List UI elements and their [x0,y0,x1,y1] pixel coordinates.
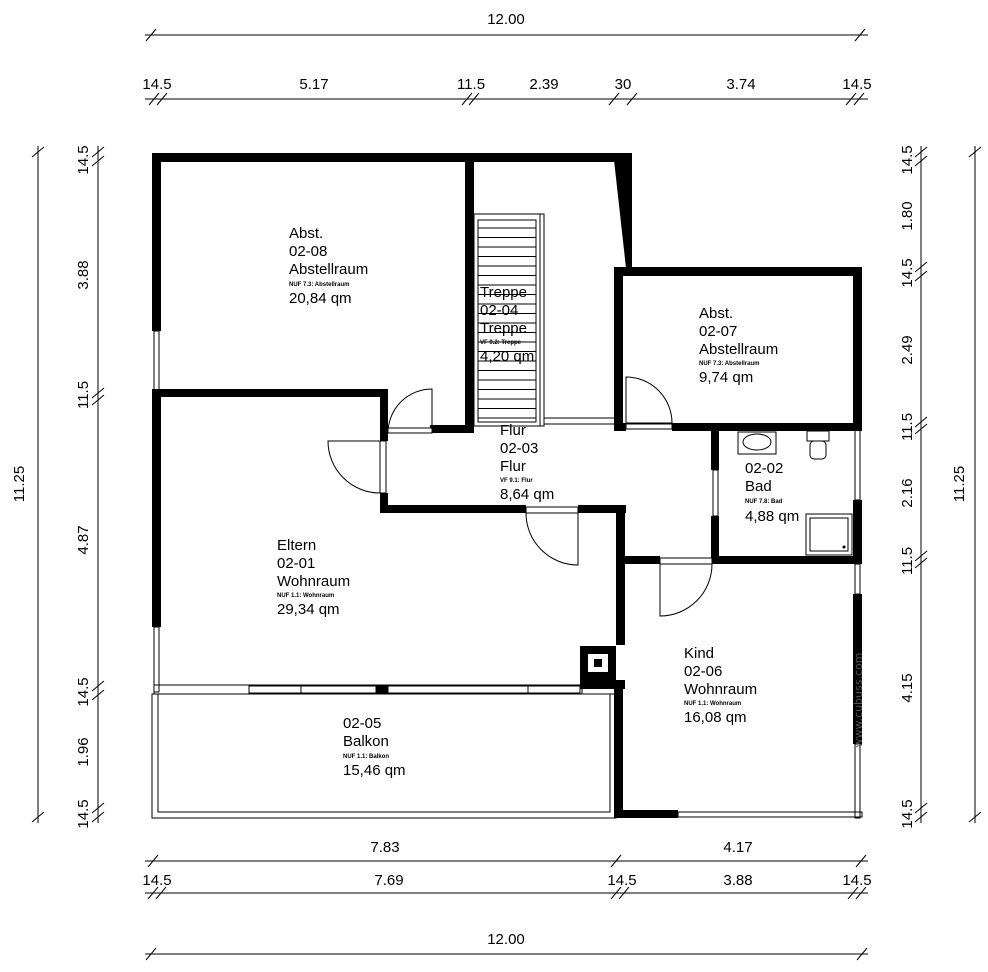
svg-text:Treppe: Treppe [480,320,527,337]
svg-text:Kind: Kind [684,645,714,662]
dim-right-seg: 14.5 [899,258,916,287]
doors [327,376,719,617]
svg-text:Treppe: Treppe [480,284,527,301]
svg-text:Wohnraum: Wohnraum [684,681,757,698]
svg-text:02-04: 02-04 [480,302,518,319]
svg-text:02-01: 02-01 [277,555,315,572]
room-label-treppe-0204: Treppe 02-04 Treppe VF 9.2: Treppe 4,20 … [480,284,534,365]
svg-text:02-07: 02-07 [699,323,737,340]
dim-top-seg: 30 [615,76,632,93]
svg-text:NUF 7.3: Abstellraum: NUF 7.3: Abstellraum [699,361,759,367]
svg-text:9,74 qm: 9,74 qm [699,369,753,386]
room-label-bad-0202: 02-02 Bad NUF 7.8: Bad 4,88 qm [745,460,799,525]
svg-text:Abstellraum: Abstellraum [699,341,778,358]
dim-right-seg: 4.15 [899,673,916,702]
dim-top-seg: 3.74 [726,76,755,93]
dim-right-seg: 11.5 [899,547,916,575]
svg-text:Bad: Bad [745,478,772,495]
svg-text:8,64 qm: 8,64 qm [500,486,554,503]
room-label-balkon-0205: 02-05 Balkon NUF 1.1: Balkon 15,46 qm [343,715,406,779]
dim-right-seg: 2.16 [899,478,916,507]
dim-bottom-seg: 3.88 [723,872,752,889]
dim-left-seg: 11.5 [75,381,92,409]
watermark: www.cubuss.com [852,653,865,748]
dim-bottom-seg: 14.5 [607,872,636,889]
dim-bottom-upper: 7.83 [370,839,399,856]
room-label-abst-0208: Abst. 02-08 Abstellraum NUF 7.3: Abstell… [289,225,368,307]
bathroom-fixtures [737,430,853,556]
dim-top-seg: 5.17 [299,76,328,93]
dim-left-seg: 4.87 [75,525,92,554]
svg-text:NUF 1.1: Wohnraum: NUF 1.1: Wohnraum [684,701,741,707]
room-label-eltern-0201: Eltern 02-01 Wohnraum NUF 1.1: Wohnraum … [277,537,350,618]
svg-text:Wohnraum: Wohnraum [277,573,350,590]
dim-right-seg: 2.49 [899,335,916,364]
dim-top-seg: 2.39 [529,76,558,93]
dim-bottom-seg: 7.69 [374,872,403,889]
dim-left-seg: 1.96 [75,737,92,766]
dim-bottom-total: 12.00 [487,931,525,948]
svg-text:15,46 qm: 15,46 qm [343,762,406,779]
svg-text:02-06: 02-06 [684,663,722,680]
svg-text:Abst.: Abst. [289,225,323,242]
svg-text:Eltern: Eltern [277,537,316,554]
dim-top-seg: 14.5 [842,76,871,93]
svg-text:NUF 7.8: Bad: NUF 7.8: Bad [745,499,783,505]
dim-left-seg: 14.5 [75,799,92,828]
svg-text:VF 9.1: Flur: VF 9.1: Flur [500,478,533,484]
svg-text:4,20 qm: 4,20 qm [480,348,534,365]
svg-text:4,88 qm: 4,88 qm [745,508,799,525]
walls [151,153,863,819]
dim-bottom-upper: 4.17 [723,839,752,856]
dim-bottom-seg: 14.5 [142,872,171,889]
svg-text:02-02: 02-02 [745,460,783,477]
dim-top-seg: 11.5 [457,76,485,93]
svg-text:02-03: 02-03 [500,440,538,457]
svg-text:Balkon: Balkon [343,733,389,750]
svg-text:02-05: 02-05 [343,715,381,732]
dim-right-seg: 14.5 [899,799,916,828]
dimension-lines [31,28,982,961]
svg-text:02-08: 02-08 [289,243,327,260]
dimension-labels: 12.00 14.5 5.17 11.5 2.39 30 3.74 14.5 1… [11,11,968,948]
room-label-abst-0207: Abst. 02-07 Abstellraum NUF 7.3: Abstell… [699,305,778,386]
staircase [473,213,614,427]
dim-top-total: 12.00 [487,11,525,28]
svg-text:NUF 1.1: Balkon: NUF 1.1: Balkon [343,754,389,760]
dim-left-seg: 14.5 [75,145,92,174]
svg-text:Abst.: Abst. [699,305,733,322]
svg-text:NUF 1.1: Wohnraum: NUF 1.1: Wohnraum [277,593,334,599]
svg-text:NUF 7.3: Abstellraum: NUF 7.3: Abstellraum [289,282,349,288]
svg-text:20,84 qm: 20,84 qm [289,290,352,307]
dim-left-total: 11.25 [11,466,28,502]
svg-text:Flur: Flur [500,458,526,475]
dim-right-total: 11.25 [951,466,968,502]
dim-left-seg: 3.88 [75,260,92,289]
dim-left-seg: 14.5 [75,677,92,706]
dim-bottom-seg: 14.5 [842,872,871,889]
dim-right-seg: 11.5 [899,413,916,441]
dim-right-seg: 14.5 [899,145,916,174]
svg-text:Abstellraum: Abstellraum [289,261,368,278]
svg-text:Flur: Flur [500,422,526,439]
room-label-kind-0206: Kind 02-06 Wohnraum NUF 1.1: Wohnraum 16… [684,645,757,726]
svg-text:16,08 qm: 16,08 qm [684,709,747,726]
room-label-flur-0203: Flur 02-03 Flur VF 9.1: Flur 8,64 qm [500,422,554,503]
dim-right-seg: 1.80 [899,201,916,230]
dim-top-seg: 14.5 [142,76,171,93]
svg-text:29,34 qm: 29,34 qm [277,601,340,618]
svg-text:VF 9.2: Treppe: VF 9.2: Treppe [480,340,522,346]
